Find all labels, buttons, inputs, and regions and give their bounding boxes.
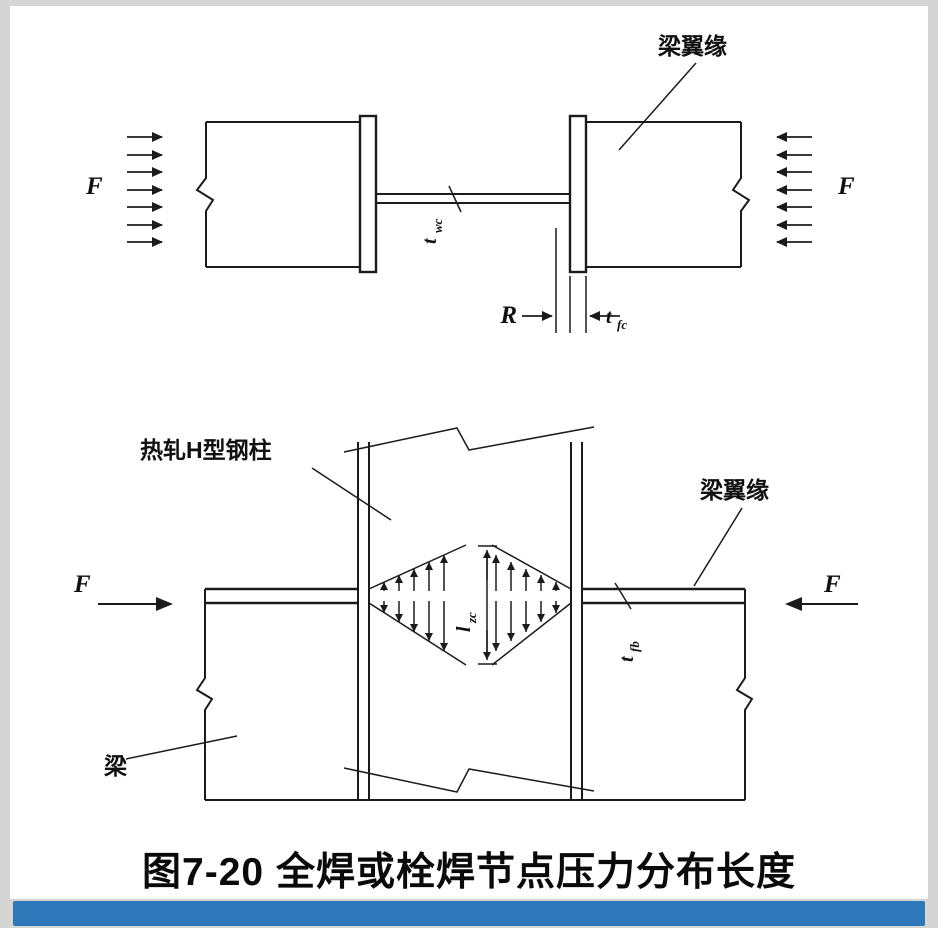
beam-label: 梁	[103, 753, 127, 779]
beam-flange-thickness-label: t fb	[616, 641, 642, 662]
column-flange-plate	[358, 114, 378, 274]
break-line	[735, 589, 754, 800]
top-left-beam	[195, 121, 360, 268]
flange-thickness-dimension: R t fc	[499, 228, 627, 333]
spread-line	[368, 544, 467, 590]
column-web	[376, 185, 570, 213]
beam-flange-label: 梁翼缘	[657, 33, 727, 59]
stress-arrows-left-down	[380, 601, 448, 651]
column-top-break	[343, 426, 595, 453]
right-force-arrow	[785, 597, 858, 611]
break-line	[195, 589, 214, 800]
tfc-sub: fc	[617, 317, 627, 332]
bottom-diagram: l zc t fb 热轧H型钢柱 梁翼缘 梁 F F	[73, 426, 858, 801]
column-bottom-break	[343, 767, 595, 793]
right-force-arrows	[776, 132, 812, 247]
flange-thickness-tick	[614, 582, 632, 610]
leader-line	[125, 735, 238, 760]
radius-label: R	[499, 302, 517, 329]
beam-flange-label: 梁翼缘	[699, 477, 769, 503]
twc-main: t	[419, 237, 441, 244]
leader-line	[311, 467, 392, 521]
bottom-right-beam	[582, 587, 754, 800]
column-flanges	[357, 442, 583, 800]
bottom-accent-bar	[13, 901, 925, 926]
spread-length-dimension: l zc	[453, 545, 497, 665]
spread-line	[368, 602, 467, 666]
tfc-main: t	[606, 306, 613, 328]
force-label-right: F	[823, 571, 841, 598]
top-diagram: t wc 梁翼缘 R t fc F F	[85, 33, 855, 333]
top-right-beam	[586, 121, 751, 268]
spread-line	[491, 602, 572, 666]
force-arrow-head	[156, 597, 173, 611]
left-force-arrows	[127, 132, 163, 247]
tfb-sub: fb	[627, 641, 642, 652]
web-thickness-label: t wc	[419, 218, 445, 244]
bottom-left-beam	[195, 587, 358, 800]
force-label-left: F	[85, 173, 103, 200]
lzc-sub: zc	[464, 612, 479, 624]
spread-line	[491, 544, 572, 590]
force-label-left: F	[73, 571, 91, 598]
leader-line	[618, 62, 697, 151]
stress-arrows-left-up	[380, 555, 448, 591]
lzc-main: l	[453, 626, 475, 632]
web-thickness-tick	[448, 185, 462, 213]
force-arrow-head	[785, 597, 802, 611]
column-label: 热轧H型钢柱	[140, 437, 272, 463]
column-flange-plate	[568, 114, 588, 274]
break-line	[731, 122, 751, 267]
stress-spread	[368, 544, 572, 666]
spread-length-label: l zc	[453, 612, 479, 632]
content-panel	[10, 6, 928, 899]
figure-caption: 图7-20 全焊或栓焊节点压力分布长度	[142, 851, 796, 894]
leader-line	[693, 507, 743, 587]
force-label-right: F	[837, 173, 855, 200]
stress-arrows-right-up	[492, 555, 560, 591]
tfb-main: t	[616, 655, 638, 662]
twc-sub: wc	[430, 218, 445, 233]
break-line	[195, 122, 215, 267]
stress-arrows-right-down	[492, 601, 560, 651]
left-force-arrow	[98, 597, 173, 611]
